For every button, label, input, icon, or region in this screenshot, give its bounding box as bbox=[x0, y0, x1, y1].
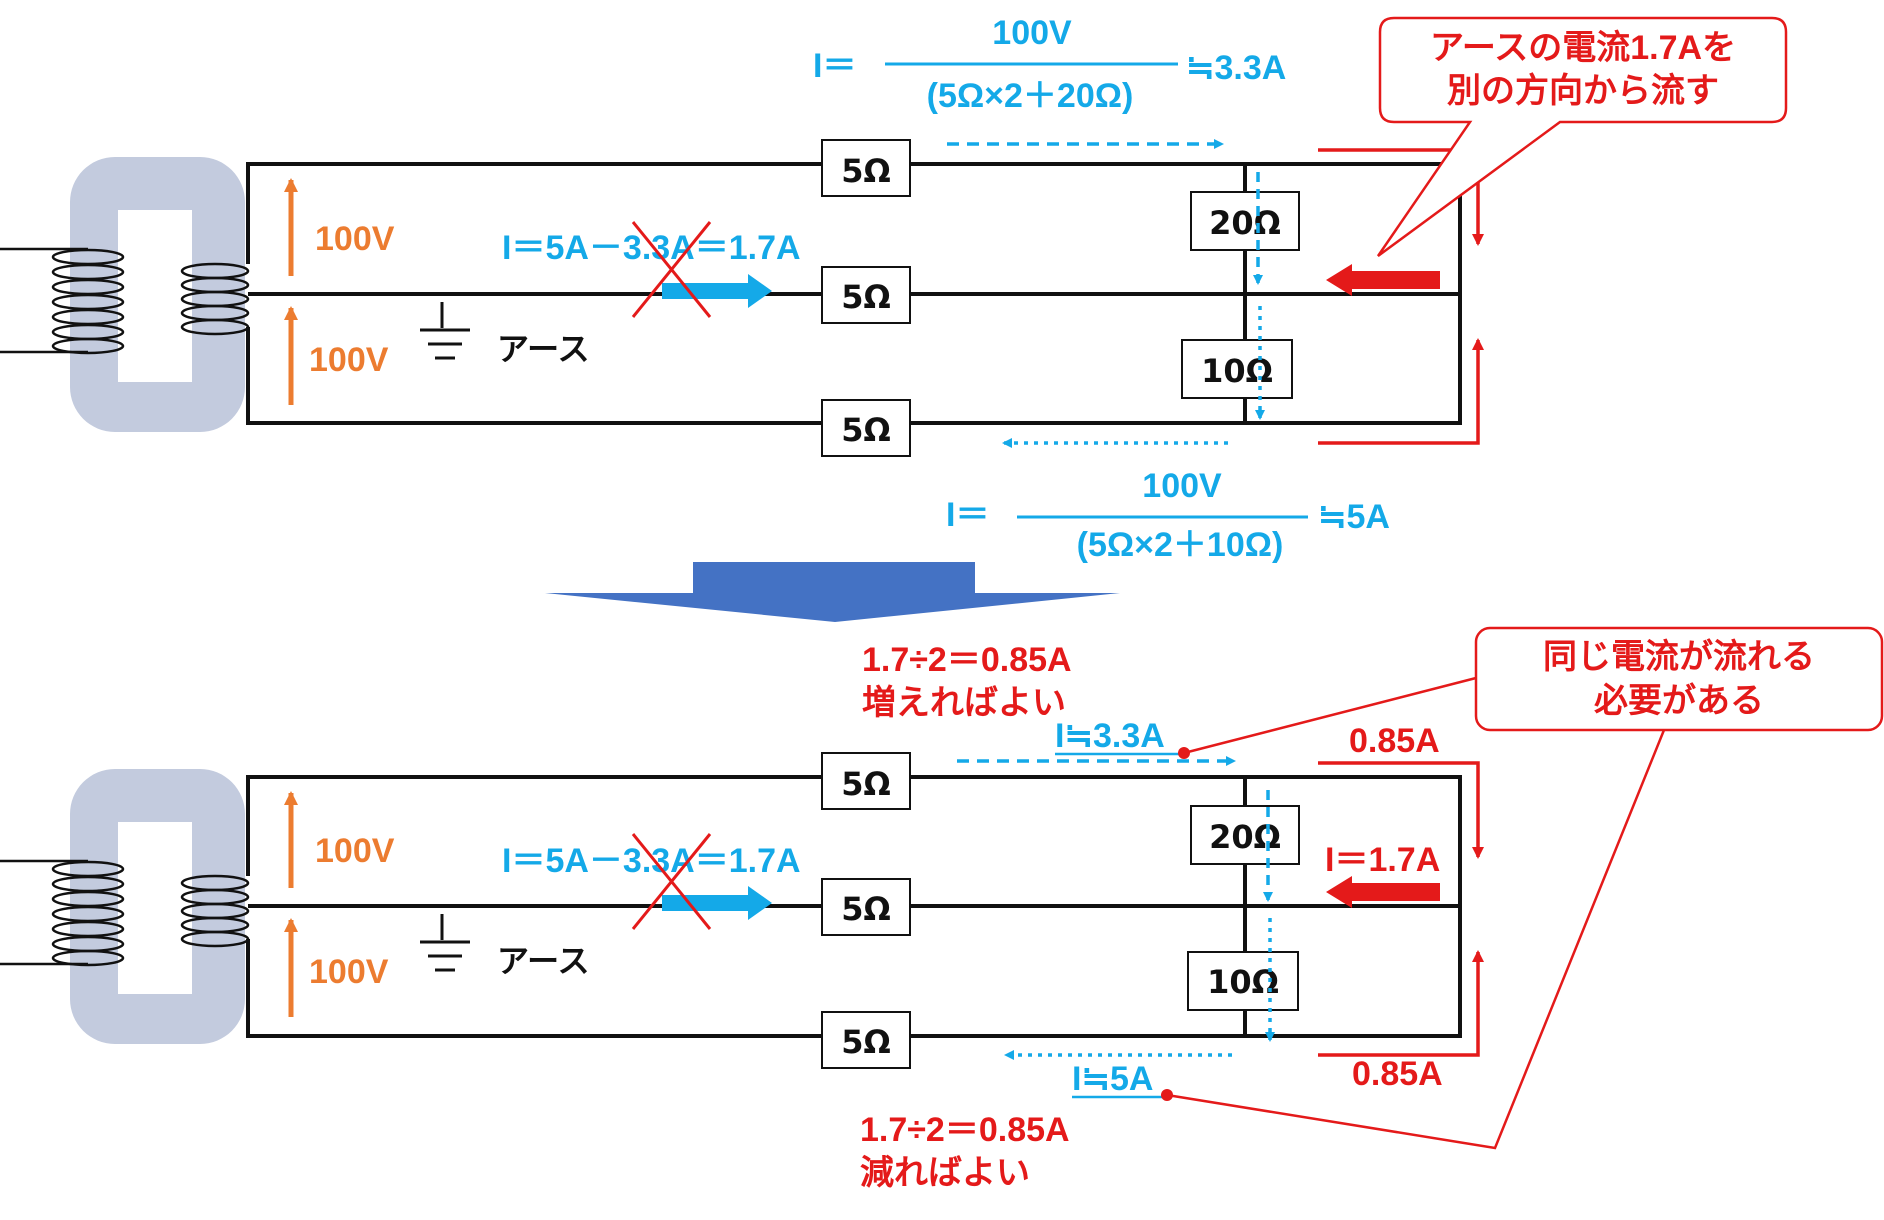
ground-label: アース bbox=[497, 942, 589, 980]
svg-text:(5Ω×2＋10Ω): (5Ω×2＋10Ω) bbox=[1077, 526, 1284, 564]
ground-label: アース bbox=[497, 330, 589, 368]
svg-text:1.7÷2＝0.85A: 1.7÷2＝0.85A bbox=[860, 1111, 1070, 1149]
svg-text:I＝: I＝ bbox=[813, 47, 856, 85]
svg-text:同じ電流が流れる: 同じ電流が流れる bbox=[1543, 638, 1815, 676]
svg-text:5Ω: 5Ω bbox=[841, 890, 890, 928]
down-arrow-icon bbox=[545, 562, 1120, 622]
svg-text:増えればよい: 増えればよい bbox=[862, 684, 1066, 722]
svg-text:100V: 100V bbox=[992, 14, 1072, 52]
secondary-coil bbox=[180, 262, 250, 336]
svg-text:≒3.3A: ≒3.3A bbox=[1186, 49, 1286, 87]
cross-mark-icon bbox=[631, 221, 712, 318]
primary-coil bbox=[0, 247, 125, 355]
voltage-label: 100V bbox=[309, 341, 389, 379]
increase-note: 1.7÷2＝0.85A 増えればよい bbox=[862, 641, 1072, 722]
transformer-core bbox=[70, 157, 245, 432]
injected-current-arrow-icon bbox=[1326, 876, 1440, 908]
callout-bottom: 同じ電流が流れる 必要がある bbox=[1161, 626, 1884, 1150]
svg-text:10Ω: 10Ω bbox=[1207, 963, 1279, 1001]
decrease-note: 1.7÷2＝0.85A 減ればよい bbox=[860, 1111, 1070, 1192]
formula-lower: I＝ 100V (5Ω×2＋10Ω) ≒5A bbox=[946, 467, 1390, 564]
injected-current-label: I＝1.7A bbox=[1325, 841, 1440, 879]
svg-text:10Ω: 10Ω bbox=[1201, 352, 1273, 390]
injected-current-path bbox=[1318, 761, 1484, 1057]
injected-current-arrow-icon bbox=[1326, 264, 1440, 296]
current-arrow-icon bbox=[662, 274, 772, 308]
svg-text:必要がある: 必要がある bbox=[1594, 682, 1764, 720]
resistor-load-lower: 10Ω bbox=[1181, 339, 1293, 399]
svg-text:I＝: I＝ bbox=[946, 496, 989, 534]
svg-text:(5Ω×2＋20Ω): (5Ω×2＋20Ω) bbox=[927, 77, 1134, 115]
svg-text:1.7÷2＝0.85A: 1.7÷2＝0.85A bbox=[862, 641, 1072, 679]
current-upper-label: I≒3.3A bbox=[1055, 717, 1165, 755]
bottom-circuit: 5Ω 5Ω 5Ω 20Ω 10Ω 100V 100V アース I＝5 bbox=[0, 626, 1884, 1192]
svg-text:5Ω: 5Ω bbox=[841, 278, 890, 316]
current-arrow-icon bbox=[662, 886, 772, 920]
voltage-label: 100V bbox=[315, 832, 395, 870]
injected-current-path bbox=[1318, 148, 1484, 445]
top-circuit: 5Ω 5Ω 5Ω 20Ω 10Ω 100V 100V アース bbox=[0, 14, 1788, 564]
voltage-label: 100V bbox=[315, 220, 395, 258]
neutral-current-label: I＝5A－3.3A＝1.7A bbox=[502, 229, 801, 267]
svg-text:5Ω: 5Ω bbox=[841, 1023, 890, 1061]
voltage-label: 100V bbox=[309, 953, 389, 991]
svg-text:5Ω: 5Ω bbox=[841, 152, 890, 190]
svg-text:5Ω: 5Ω bbox=[841, 765, 890, 803]
formula-upper: I＝ 100V (5Ω×2＋20Ω) ≒3.3A bbox=[813, 14, 1286, 115]
injected-current-upper-label: 0.85A bbox=[1349, 722, 1440, 760]
resistor-line-middle: 5Ω bbox=[821, 878, 911, 936]
resistor-line-middle: 5Ω bbox=[821, 266, 911, 324]
svg-text:5Ω: 5Ω bbox=[841, 411, 890, 449]
resistor-load-upper: 20Ω bbox=[1190, 191, 1300, 251]
resistor-load-lower: 10Ω bbox=[1187, 951, 1299, 1011]
ground-icon bbox=[420, 914, 470, 972]
svg-text:別の方向から流す: 別の方向から流す bbox=[1447, 72, 1719, 110]
resistor-line-upper: 5Ω bbox=[821, 752, 911, 810]
resistor-load-upper: 20Ω bbox=[1190, 805, 1300, 865]
cross-mark-icon bbox=[631, 833, 712, 930]
svg-text:20Ω: 20Ω bbox=[1209, 818, 1281, 856]
svg-text:20Ω: 20Ω bbox=[1209, 204, 1281, 242]
ground-icon bbox=[420, 302, 470, 360]
transformer-core bbox=[70, 769, 245, 1044]
resistor-line-lower: 5Ω bbox=[821, 399, 911, 457]
secondary-coil bbox=[180, 874, 250, 948]
resistor-line-lower: 5Ω bbox=[821, 1011, 911, 1069]
injected-current-lower-label: 0.85A bbox=[1352, 1055, 1443, 1093]
primary-coil bbox=[0, 859, 125, 967]
callout-top: アースの電流1.7Aを 別の方向から流す bbox=[1376, 16, 1788, 258]
resistor-line-upper: 5Ω bbox=[821, 139, 911, 197]
neutral-current-label: I＝5A－3.3A＝1.7A bbox=[502, 842, 801, 880]
svg-text:100V: 100V bbox=[1142, 467, 1222, 505]
svg-text:≒5A: ≒5A bbox=[1318, 498, 1390, 536]
svg-text:アースの電流1.7Aを: アースの電流1.7Aを bbox=[1430, 29, 1736, 67]
svg-text:減ればよい: 減ればよい bbox=[860, 1154, 1030, 1192]
current-lower-label: I≒5A bbox=[1072, 1060, 1153, 1098]
